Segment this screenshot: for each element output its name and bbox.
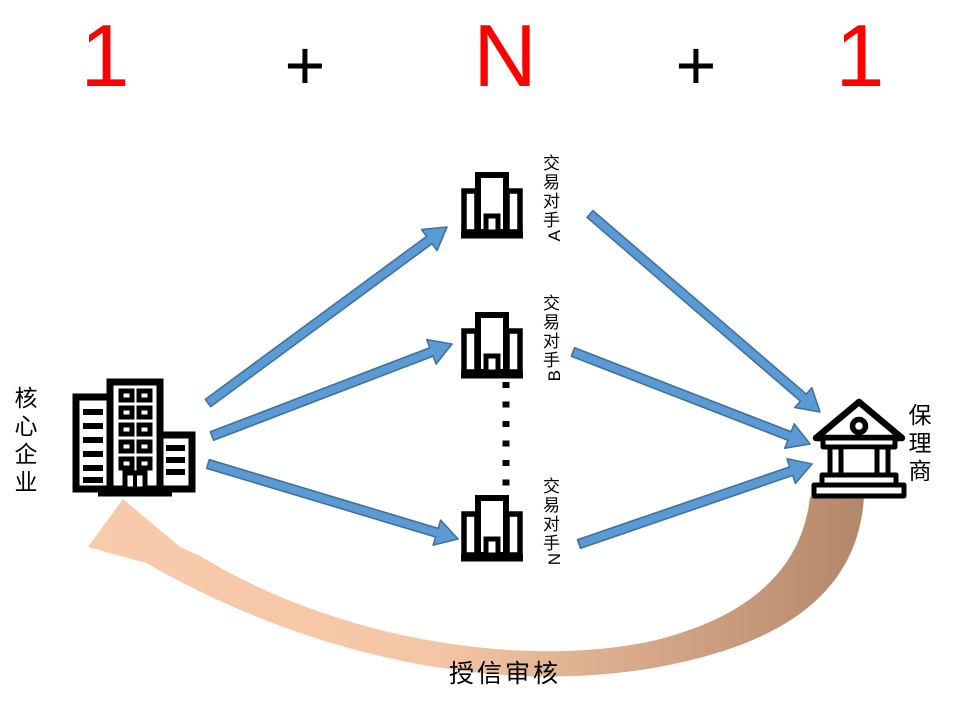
arrow-core-to-counterparty-a xyxy=(204,226,448,408)
counterparty-b-label: 交易对手B xyxy=(540,294,564,382)
title-n-middle: N xyxy=(473,6,537,105)
title-one-right: 1 xyxy=(835,6,885,105)
title-one-left: 1 xyxy=(80,6,130,105)
title-plus-left: + xyxy=(284,26,326,104)
arrow-counterparty-n-to-factor xyxy=(576,457,813,550)
arrow-core-to-counterparty-n xyxy=(205,458,459,546)
company-building-icon-a xyxy=(461,172,523,239)
arrow-counterparty-b-to-factor xyxy=(570,346,811,450)
credit-review-label: 授信审核 xyxy=(449,660,562,688)
title-plus-right: + xyxy=(675,26,717,104)
office-building-icon xyxy=(72,378,196,497)
company-building-icon-n xyxy=(461,495,523,562)
bank-icon xyxy=(811,398,907,499)
counterparty-a-label: 交易对手A xyxy=(540,154,564,242)
arrow-counterparty-a-to-factor xyxy=(586,209,821,413)
credit-review-arrow xyxy=(88,497,864,677)
company-building-icon-b xyxy=(461,312,523,379)
factor-label: 保理商 xyxy=(905,403,931,487)
counterparty-n-label: 交易对手N xyxy=(540,477,564,566)
core-enterprise-label: 核心企业 xyxy=(11,386,37,498)
arrow-core-to-counterparty-b xyxy=(209,338,453,442)
